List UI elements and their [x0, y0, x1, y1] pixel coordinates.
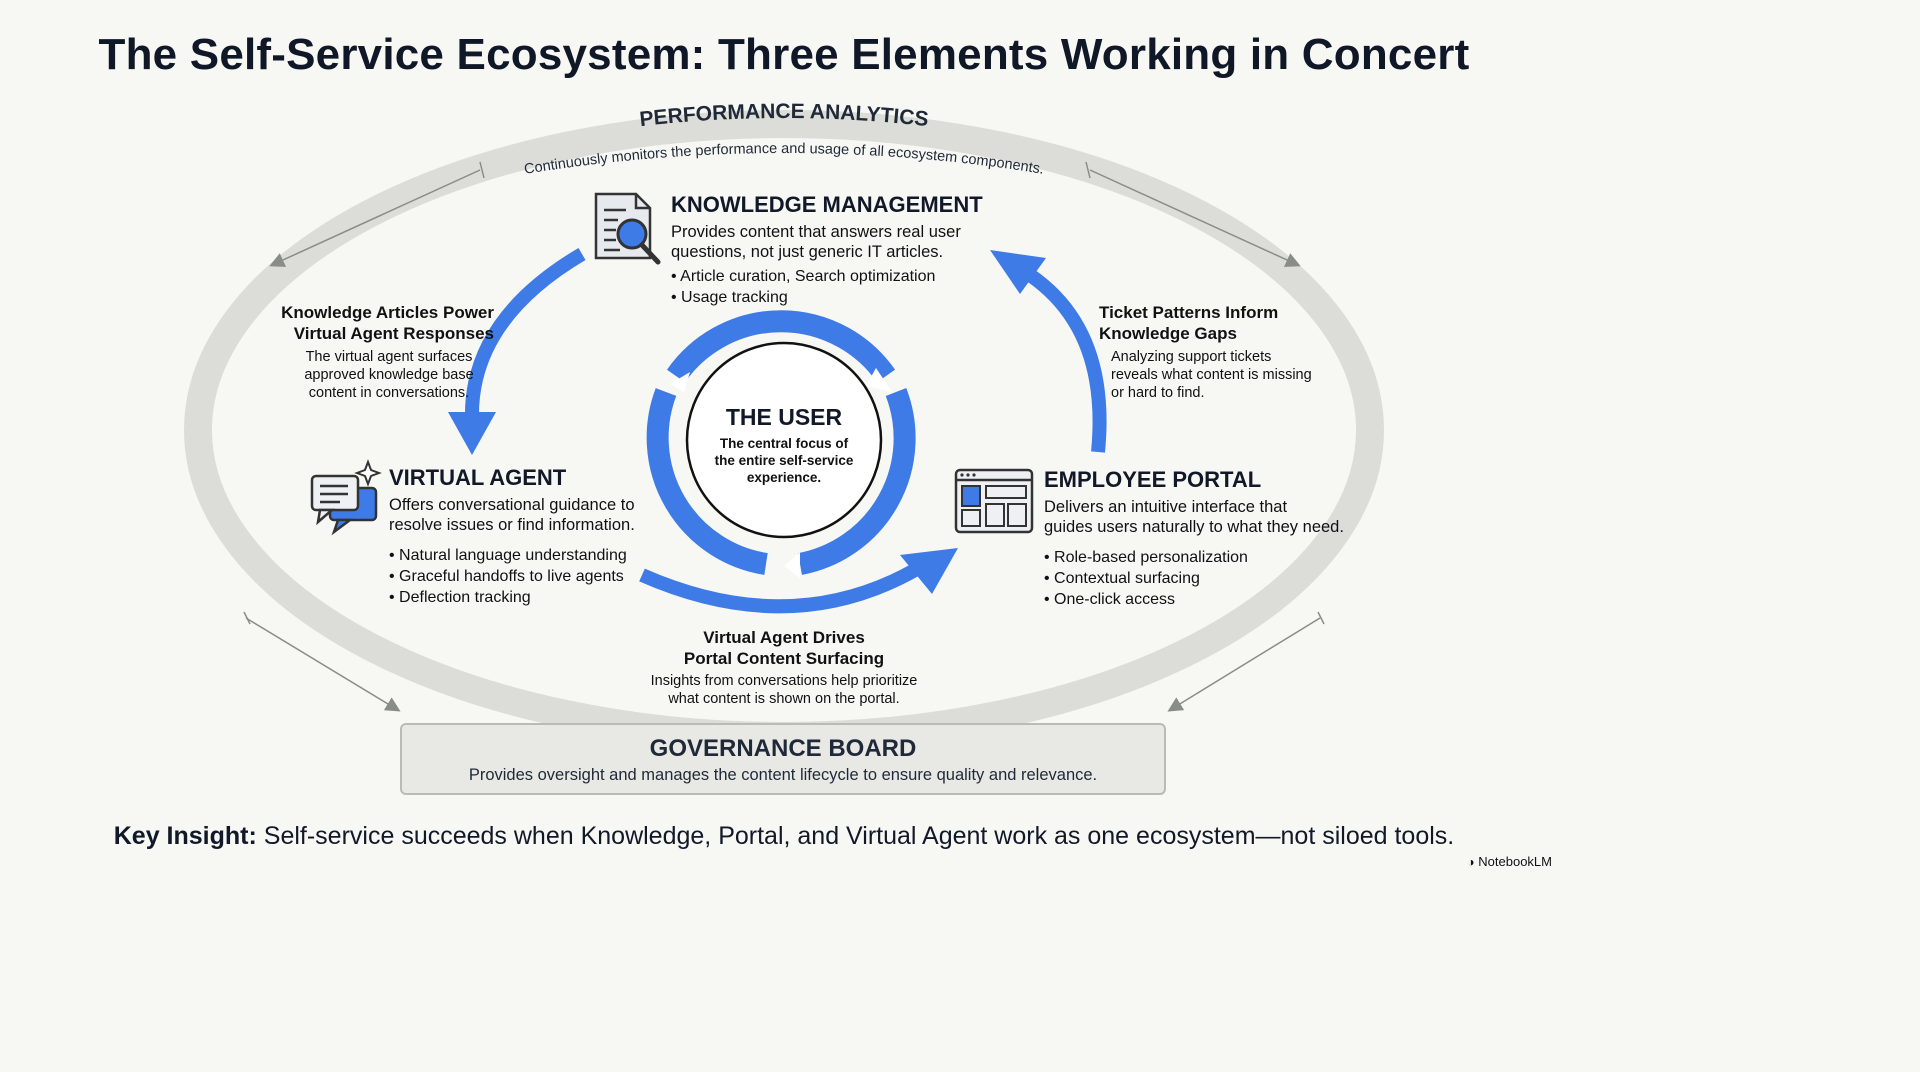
portal-title: EMPLOYEE PORTAL — [1044, 467, 1262, 492]
performance-analytics-title: PERFORMANCE ANALYTICS — [638, 100, 929, 131]
employee-portal-section: EMPLOYEE PORTAL Delivers an intuitive in… — [1044, 467, 1384, 610]
flow-km-to-va: Knowledge Articles Power Virtual Agent R… — [258, 302, 494, 402]
va-desc-line: resolve issues or find information. — [389, 516, 635, 534]
flow-desc-line: approved knowledge base — [304, 367, 474, 383]
governance-board: GOVERNANCE BOARD Provides oversight and … — [400, 723, 1166, 795]
km-bullet: Usage tracking — [671, 287, 1031, 308]
browser-layout-icon — [954, 468, 1034, 534]
va-bullet: Graceful handoffs to live agents — [389, 566, 689, 587]
portal-bullet: One-click access — [1044, 589, 1384, 610]
branding: ◑ NotebookLM — [1467, 854, 1552, 869]
flow-desc-line: The virtual agent surfaces — [305, 349, 473, 365]
document-search-icon — [594, 192, 661, 265]
flow-desc-line: what content is shown on the portal. — [668, 691, 900, 707]
user-cycle-ring — [646, 310, 916, 578]
km-title: KNOWLEDGE MANAGEMENT — [671, 192, 983, 217]
flow-va-to-portal: Virtual Agent Drives Portal Content Surf… — [624, 627, 944, 708]
svg-text:PERFORMANCE ANALYTICS: PERFORMANCE ANALYTICS — [638, 100, 929, 131]
user-desc-line: The central focus of — [719, 436, 849, 451]
flow-desc-line: Insights from conversations help priorit… — [650, 673, 918, 689]
governance-arrow-right — [1167, 617, 1321, 712]
key-insight: Key Insight: Self-service succeeds when … — [0, 822, 1568, 851]
knowledge-management-section: KNOWLEDGE MANAGEMENT Provides content th… — [671, 192, 1031, 308]
key-insight-text: Self-service succeeds when Knowledge, Po… — [263, 822, 1455, 850]
portal-bullet: Role-based personalization — [1044, 547, 1384, 568]
portal-desc-line: guides users naturally to what they need… — [1044, 518, 1344, 536]
flow-portal-to-km: Ticket Patterns Inform Knowledge Gaps An… — [1099, 302, 1349, 402]
flow-title-line: Virtual Agent Responses — [293, 324, 494, 343]
flow-desc-line: or hard to find. — [1111, 385, 1205, 401]
governance-arrow-left — [245, 617, 401, 712]
governance-desc: Provides oversight and manages the conte… — [468, 766, 1098, 784]
flow-title-line: Knowledge Gaps — [1099, 324, 1237, 343]
user-section: THE USER The central focus of the entire… — [694, 404, 874, 486]
page-title: The Self-Service Ecosystem: Three Elemen… — [98, 30, 1470, 79]
flow-arrow-km-to-va — [448, 247, 586, 455]
user-desc-line: the entire self-service — [714, 453, 854, 468]
user-title: THE USER — [725, 404, 843, 430]
portal-desc-line: Delivers an intuitive interface that — [1044, 498, 1288, 516]
flow-title-line: Knowledge Articles Power — [281, 303, 494, 322]
svg-text:Continuously monitors the perf: Continuously monitors the performance an… — [523, 141, 1045, 178]
va-title: VIRTUAL AGENT — [389, 465, 567, 490]
performance-analytics-label: PERFORMANCE ANALYTICS Continuously monit… — [523, 100, 1045, 178]
flow-title-line: Ticket Patterns Inform — [1099, 303, 1279, 322]
flow-desc-line: content in conversations. — [308, 385, 470, 401]
va-desc-line: Offers conversational guidance to — [389, 496, 635, 514]
chat-bubbles-sparkle-icon — [310, 459, 382, 536]
virtual-agent-section: VIRTUAL AGENT Offers conversational guid… — [389, 465, 689, 608]
va-bullet: Natural language understanding — [389, 545, 689, 566]
flow-desc-line: Analyzing support tickets — [1111, 349, 1272, 365]
km-desc-line: Provides content that answers real user — [671, 223, 961, 241]
portal-bullet: Contextual surfacing — [1044, 568, 1384, 589]
flow-title-line: Portal Content Surfacing — [683, 649, 885, 668]
key-insight-label: Key Insight: — [113, 822, 257, 850]
km-bullet: Article curation, Search optimization — [671, 266, 1031, 287]
flow-title-line: Virtual Agent Drives — [703, 628, 865, 647]
notebooklm-icon: ◑ — [1467, 855, 1475, 869]
performance-analytics-desc: Continuously monitors the performance an… — [523, 141, 1045, 178]
flow-desc-line: reveals what content is missing — [1111, 367, 1312, 383]
user-circle — [685, 341, 883, 539]
va-bullet: Deflection tracking — [389, 587, 689, 608]
user-desc-line: experience. — [746, 470, 822, 485]
km-desc-line: questions, not just generic IT articles. — [671, 243, 944, 261]
governance-title: GOVERNANCE BOARD — [649, 735, 917, 762]
branding-label: NotebookLM — [1478, 854, 1552, 869]
analytics-arrow-right — [1089, 169, 1301, 267]
analytics-arrow-left — [269, 169, 481, 267]
